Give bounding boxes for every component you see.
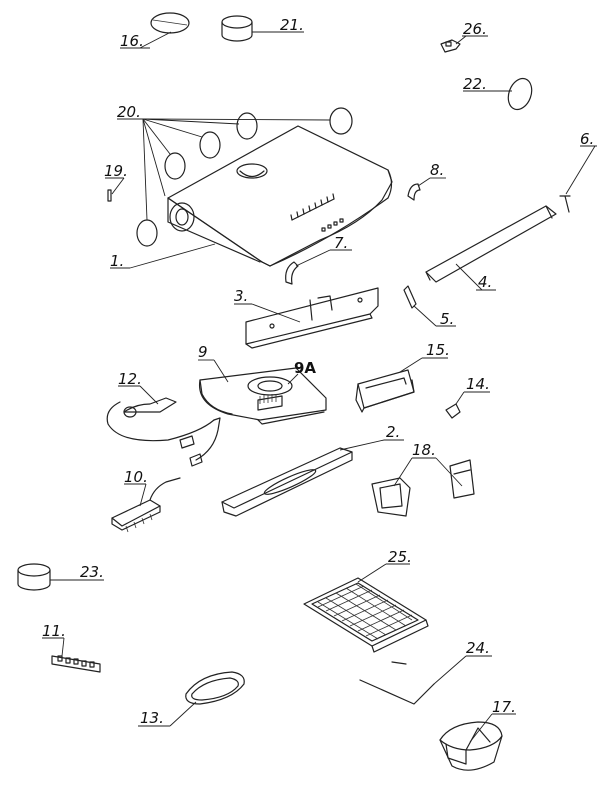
part-6-pin (559, 145, 597, 213)
label-23: 23. (80, 563, 104, 581)
label-15: 15. (426, 341, 450, 359)
label-21: 21. (280, 16, 304, 34)
label-26: 26. (463, 20, 487, 38)
hood-control-buttons (321, 218, 344, 232)
label-10: 10. (124, 468, 148, 486)
part-15-filter-housing (355, 357, 448, 413)
part-14-knob (445, 391, 490, 419)
part-5-strip (403, 285, 456, 327)
label-25: 25. (388, 548, 412, 566)
hood-vent-slots (290, 193, 335, 221)
part-19-bracket (105, 177, 125, 202)
part-17-damper (439, 713, 516, 771)
label-11: 11. (42, 622, 66, 640)
label-17: 17. (492, 698, 516, 716)
part-18-brackets (371, 457, 475, 517)
label-24: 24. (466, 639, 490, 657)
label-3: 3. (234, 287, 248, 305)
label-4: 4. (478, 273, 492, 291)
part-24-filter-sheet (359, 655, 492, 705)
label-8: 8. (430, 161, 444, 179)
terminal-pins (125, 513, 153, 533)
label-9a: 9A (294, 359, 316, 377)
part-22-disc (463, 77, 533, 111)
part-20-caps (117, 107, 353, 247)
label-7: 7. (334, 234, 348, 252)
label-12: 12. (118, 370, 142, 388)
label-22: 22. (463, 75, 487, 93)
part-12-lamp-wiring (106, 385, 221, 467)
label-9: 9 (198, 343, 208, 361)
part-25-mesh-filter (303, 563, 429, 653)
part-8-clip (407, 177, 446, 201)
label-2: 2. (386, 423, 400, 441)
part-23-ring (17, 563, 104, 591)
part-2-tray (221, 439, 404, 517)
fan-blades (259, 394, 277, 404)
label-14: 14. (466, 375, 490, 393)
part-11-switch-panel (42, 637, 101, 673)
part-10-terminal (111, 477, 181, 533)
label-13: 13. (140, 709, 164, 727)
part-3-bracket (234, 287, 379, 349)
label-5: 5. (440, 310, 454, 328)
part-4-trim-bar (425, 205, 557, 291)
label-16: 16. (120, 32, 144, 50)
part-7-clip (285, 249, 352, 285)
part-13-gasket (138, 671, 245, 727)
label-1: 1. (110, 252, 124, 270)
part-9-motor-housing (198, 359, 327, 425)
label-6: 6. (580, 130, 594, 148)
part-26-clip (440, 35, 488, 53)
part-1-hood-body (110, 125, 393, 269)
label-18: 18. (412, 441, 436, 459)
part-21-collar (221, 15, 304, 42)
label-20: 20. (117, 103, 141, 121)
switch-buttons (57, 655, 95, 668)
part-16-disc (120, 12, 190, 49)
mesh-pattern (317, 583, 413, 640)
label-19: 19. (104, 162, 128, 180)
